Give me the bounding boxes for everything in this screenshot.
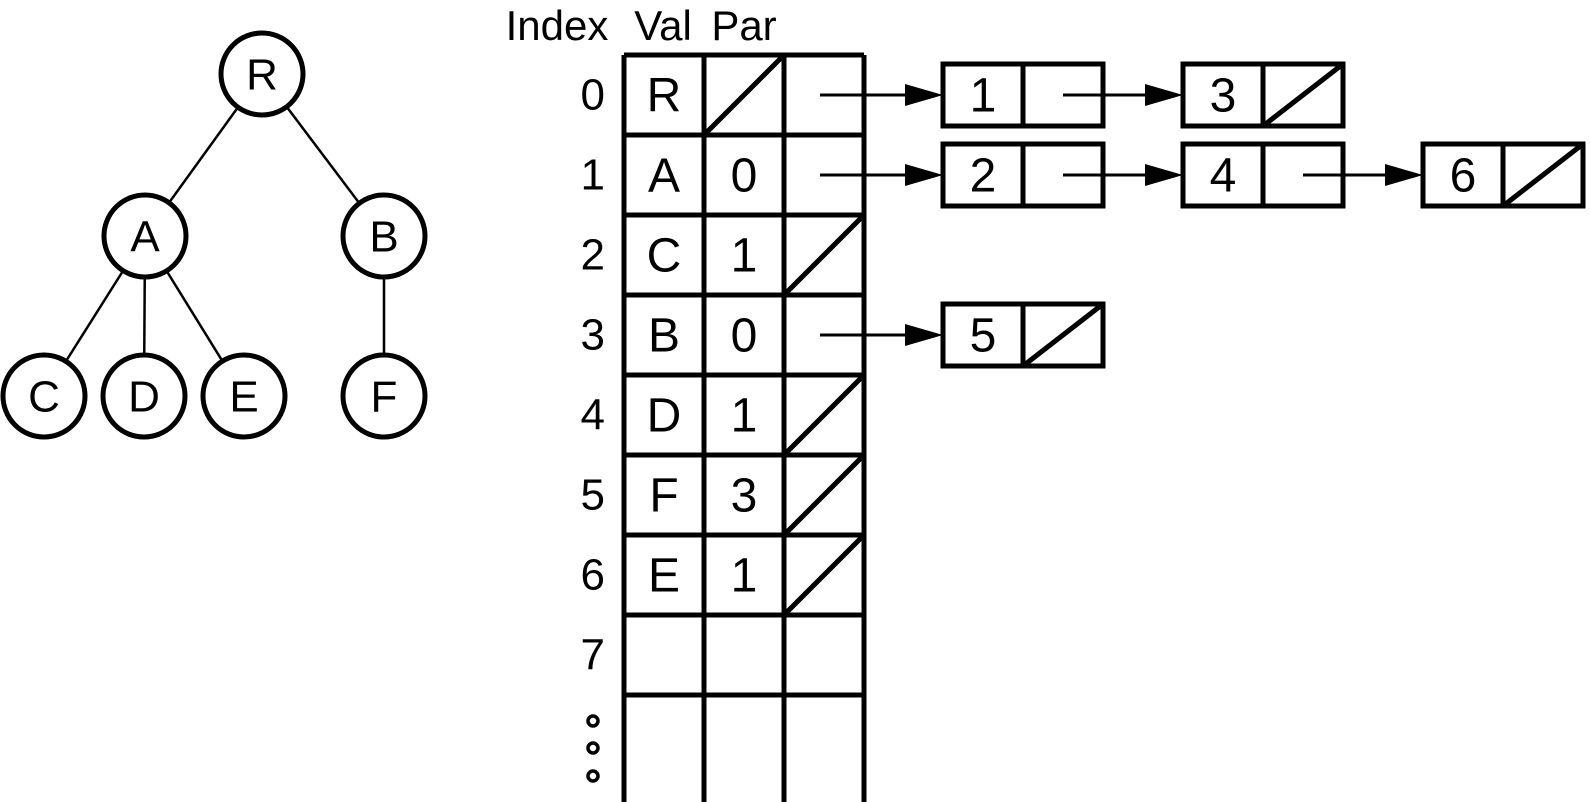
index-label-3: 3: [581, 311, 605, 360]
list-node-null-slash-3: [1261, 62, 1345, 128]
val-cell-3: B: [648, 310, 680, 363]
tree-node-label-D: D: [128, 373, 160, 422]
tree-node-circle-R: [218, 30, 306, 118]
child-pointer-arrow-row0-head-icon: [905, 84, 943, 106]
tree-node-circle-E: [200, 352, 288, 440]
par-null-slash-row0: [702, 53, 786, 137]
par-cell-2: 1: [731, 230, 758, 283]
index-label-1: 1: [581, 151, 605, 200]
child-pointer-arrow-row3-head-icon: [905, 324, 943, 346]
index-label-7: 7: [581, 631, 605, 680]
val-cell-0: R: [647, 70, 682, 123]
tree-node-circle-C: [0, 352, 88, 440]
child-pointer-arrow-row1-head-icon: [905, 164, 943, 186]
child-null-slash-row4: [782, 373, 866, 457]
par-cell-5: 3: [731, 470, 758, 523]
list-next-arrow-2-head-icon: [1145, 164, 1183, 186]
index-label-2: 2: [581, 231, 605, 280]
ellipsis-dot-icon-2: [586, 769, 600, 783]
tree-node-label-R: R: [246, 51, 278, 100]
val-cell-4: D: [647, 390, 682, 443]
tree-node-label-B: B: [369, 213, 398, 262]
par-cell-3: 0: [731, 310, 758, 363]
tree-node-label-F: F: [371, 373, 398, 422]
list-node-value-5: 5: [970, 310, 997, 363]
list-node-value-1: 1: [970, 70, 997, 123]
tree-node-label-A: A: [130, 213, 160, 262]
list-next-arrow-1-head-icon: [1145, 84, 1183, 106]
index-label-0: 0: [581, 71, 605, 120]
par-cell-6: 1: [731, 550, 758, 603]
child-null-slash-row6: [782, 533, 866, 617]
val-cell-5: F: [649, 470, 678, 523]
par-cell-1: 0: [731, 150, 758, 203]
tree-node-label-C: C: [28, 373, 60, 422]
tree-node-label-E: E: [229, 373, 258, 422]
list-node-null-slash-6: [1501, 142, 1585, 208]
index-label-6: 6: [581, 551, 605, 600]
tree-node-circle-B: [340, 192, 428, 280]
index-label-4: 4: [581, 391, 605, 440]
child-null-slash-row2: [782, 213, 866, 297]
val-cell-1: A: [648, 150, 680, 203]
list-node-value-6: 6: [1450, 150, 1477, 203]
column-header-val: Val: [634, 2, 692, 49]
tree-node-circle-F: [340, 352, 428, 440]
par-cell-4: 1: [731, 390, 758, 443]
tree-node-circle-A: [101, 192, 189, 280]
child-null-slash-row5: [782, 453, 866, 537]
val-cell-6: E: [648, 550, 680, 603]
list-node-value-4: 4: [1210, 150, 1237, 203]
val-cell-2: C: [647, 230, 682, 283]
column-header-par: Par: [711, 2, 776, 49]
tree-node-circle-D: [100, 352, 188, 440]
index-label-5: 5: [581, 471, 605, 520]
ellipsis-dot-icon-0: [586, 714, 600, 728]
ellipsis-dot-icon-1: [586, 741, 600, 755]
list-node-value-2: 2: [970, 150, 997, 203]
list-node-value-3: 3: [1210, 70, 1237, 123]
list-node-null-slash-5: [1021, 302, 1105, 368]
column-header-index: Index: [506, 2, 609, 49]
list-next-arrow-4-head-icon: [1385, 164, 1423, 186]
